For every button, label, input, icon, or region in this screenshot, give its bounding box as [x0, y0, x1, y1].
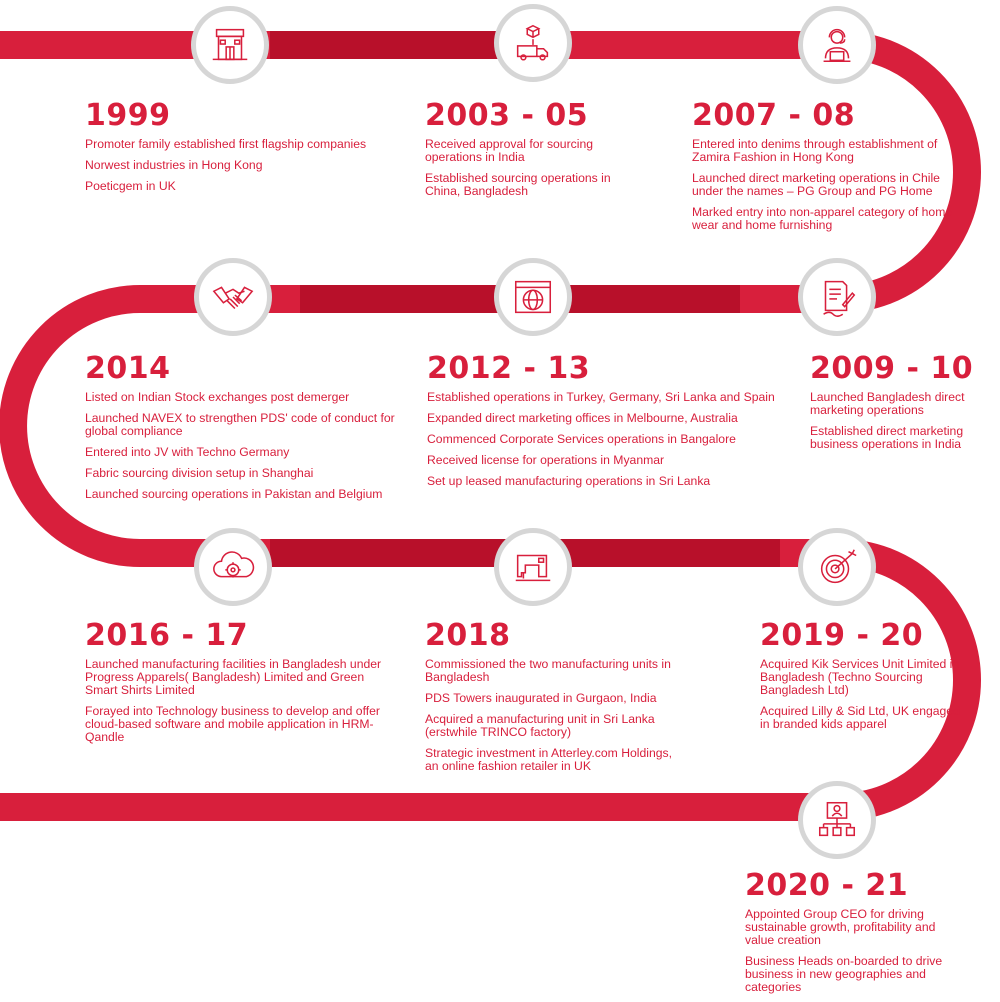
milestone-2009-10: 2009 - 10 Launched Bangladesh direct mar…: [810, 353, 995, 459]
milestone-item: Set up leased manufacturing operations i…: [427, 474, 711, 488]
node-2018: [494, 528, 572, 606]
milestone-item: Acquired a manufacturing unit in Sri Lan…: [425, 712, 655, 739]
milestone-year: 2009 - 10: [810, 351, 974, 386]
node-2019-20: [798, 528, 876, 606]
milestone-item: Received approval for sourcing operation…: [425, 137, 594, 164]
handshake-icon: [212, 286, 254, 310]
milestone-item: Acquired Lilly & Sid Ltd, UK engaged in …: [760, 704, 960, 731]
milestone-2019-20: 2019 - 20 Acquired Kik Services Unit Lim…: [760, 620, 965, 739]
milestone-2012-13: 2012 - 13 Established operations in Turk…: [427, 353, 797, 496]
milestone-year: 2018: [425, 618, 511, 653]
org-chart-presenter-icon: [818, 801, 856, 837]
milestone-item: Expanded direct marketing offices in Mel…: [427, 411, 738, 425]
milestone-item: Listed on Indian Stock exchanges post de…: [85, 390, 350, 404]
milestone-year: 2012 - 13: [427, 351, 591, 386]
milestone-item: Strategic investment in Atterley.com Hol…: [425, 746, 673, 773]
milestone-item: PDS Towers inaugurated in Gurgaon, India: [425, 691, 657, 705]
node-2020-21: [798, 781, 876, 859]
customer-support-agent-icon: [823, 28, 851, 63]
milestone-year: 1999: [85, 98, 171, 133]
milestone-item: Norwest industries in Hong Kong: [85, 158, 263, 172]
milestone-item: Established operations in Turkey, German…: [427, 390, 775, 404]
milestone-item: Established direct marketing business op…: [810, 424, 964, 451]
milestone-2007-08: 2007 - 08 Entered into denims through es…: [692, 100, 962, 240]
node-2016-17: [194, 528, 272, 606]
milestone-item: Forayed into Technology business to deve…: [85, 704, 380, 744]
milestone-2016-17: 2016 - 17 Launched manufacturing facilit…: [85, 620, 390, 752]
milestone-2014: 2014 Listed on Indian Stock exchanges po…: [85, 353, 405, 509]
milestone-item: Promoter family established first flagsh…: [85, 137, 367, 151]
node-2007-08: [798, 6, 876, 84]
milestone-year: 2003 - 05: [425, 98, 589, 133]
milestone-item: Appointed Group CEO for driving sustaina…: [745, 907, 936, 947]
milestone-2003-05: 2003 - 05 Received approval for sourcing…: [425, 100, 645, 206]
node-2003-05: [494, 4, 572, 82]
milestone-item: Fabric sourcing division setup in Shangh…: [85, 466, 314, 480]
delivery-truck-icon: [516, 24, 549, 61]
office-building-icon: [212, 28, 248, 61]
milestone-item: Entered into JV with Techno Germany: [85, 445, 290, 459]
milestone-year: 2014: [85, 351, 171, 386]
milestone-item: Received license for operations in Myanm…: [427, 453, 665, 467]
milestone-1999: 1999 Promoter family established first f…: [85, 100, 385, 201]
milestone-2020-21: 2020 - 21 Appointed Group CEO for drivin…: [745, 870, 960, 1002]
milestone-item: Launched Bangladesh direct marketing ope…: [810, 390, 965, 417]
milestone-item: Business Heads on-boarded to drive busin…: [745, 954, 943, 994]
milestone-item: Launched manufacturing facilities in Ban…: [85, 657, 382, 697]
sewing-machine-icon: [515, 554, 551, 582]
milestone-year: 2020 - 21: [745, 868, 909, 903]
milestone-year: 2019 - 20: [760, 618, 924, 653]
node-2012-13: [494, 258, 572, 336]
document-signing-icon: [823, 280, 856, 317]
milestone-item: Established sourcing operations in China…: [425, 171, 611, 198]
node-2009-10: [798, 258, 876, 336]
cloud-gear-icon: [213, 551, 255, 578]
milestone-2018: 2018 Commissioned the two manufacturing …: [425, 620, 685, 781]
road-path: [0, 31, 981, 821]
milestone-year: 2007 - 08: [692, 98, 856, 133]
milestone-item: Commenced Corporate Services operations …: [427, 432, 736, 446]
web-globe-icon: [514, 280, 552, 314]
milestone-item: Acquired Kik Services Unit Limited in Ba…: [760, 657, 960, 697]
milestone-item: Launched direct marketing operations in …: [692, 171, 940, 198]
milestone-item: Marked entry into non-apparel category o…: [692, 205, 953, 232]
milestone-item: Launched sourcing operations in Pakistan…: [85, 487, 383, 501]
node-2014: [194, 258, 272, 336]
milestone-item: Poeticgem in UK: [85, 179, 176, 193]
target-arrow-icon: [820, 549, 857, 584]
milestone-year: 2016 - 17: [85, 618, 249, 653]
milestone-item: Entered into denims through establishmen…: [692, 137, 938, 164]
milestone-item: Launched NAVEX to strengthen PDS' code o…: [85, 411, 395, 438]
milestone-item: Commissioned the two manufacturing units…: [425, 657, 671, 684]
node-1999: [191, 6, 269, 84]
